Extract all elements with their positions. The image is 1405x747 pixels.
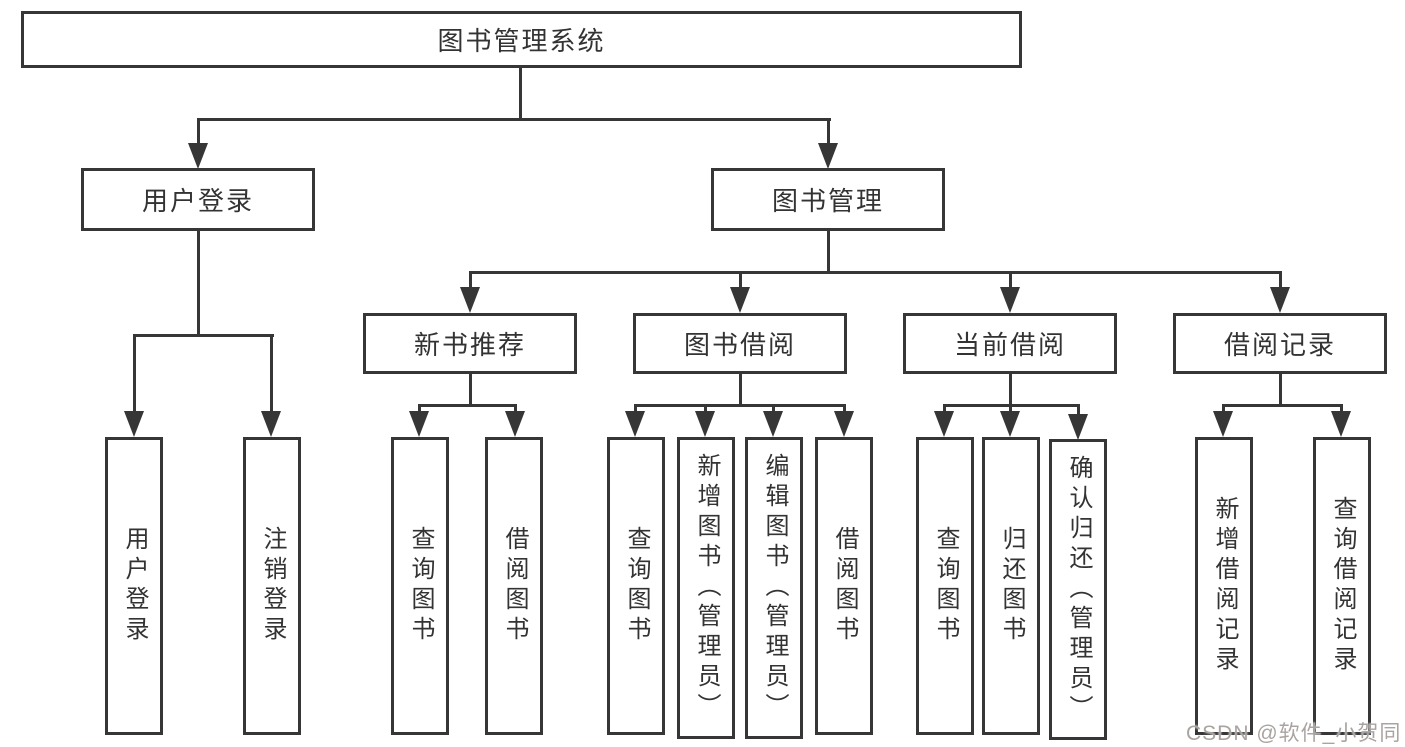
connector-drop (1279, 372, 1282, 407)
node-label: 新书推荐 (413, 330, 526, 360)
node-label: 当前借阅 (953, 330, 1066, 360)
node-borrow-records: 借阅记录 (1173, 313, 1387, 374)
leaf-label: 用户登录 (121, 526, 148, 646)
leaf-label: 编辑图书（管理员） (761, 453, 788, 723)
connector-root-drop (519, 66, 522, 120)
leaf-label: 查询图书 (407, 526, 434, 646)
leaf-label: 借阅图书 (831, 526, 858, 646)
arrow-down-icon (1270, 287, 1290, 313)
connector-stem (772, 404, 775, 414)
arrow-down-icon (625, 411, 645, 437)
connector-stem-book-mgmt (827, 118, 830, 146)
arrow-down-icon (1068, 414, 1088, 440)
arrow-down-icon (1000, 287, 1020, 313)
arrow-down-icon (124, 411, 144, 437)
leaf-label: 查询借阅记录 (1329, 496, 1356, 676)
leaf-confirm-return-admin: 确认归还（管理员） (1049, 439, 1107, 740)
leaf-user-login: 用户登录 (105, 437, 163, 735)
connector-stem (739, 271, 742, 289)
connector-branch (418, 404, 517, 407)
connector-branch (1222, 404, 1343, 407)
connector-drop (1009, 372, 1012, 407)
connector-drop (739, 372, 742, 407)
arrow-down-icon (409, 411, 429, 437)
leaf-add-books-admin: 新增图书（管理员） (677, 437, 735, 739)
connector-stem (270, 334, 273, 412)
arrow-down-icon (188, 143, 208, 169)
arrow-down-icon (763, 411, 783, 437)
connector-stem (1222, 404, 1225, 414)
leaf-add-borrow-record: 新增借阅记录 (1195, 437, 1253, 735)
leaf-label: 归还图书 (998, 526, 1025, 646)
leaf-query-books-borrow: 查询图书 (607, 437, 665, 735)
leaf-label: 查询图书 (623, 526, 650, 646)
connector-branch (634, 404, 846, 407)
leaf-borrow-books: 借阅图书 (815, 437, 873, 735)
connector-stem (469, 271, 472, 289)
connector-drop (469, 372, 472, 407)
leaf-logout: 注销登录 (243, 437, 301, 735)
connector-root-branch (197, 118, 831, 121)
leaf-return-books: 归还图书 (982, 437, 1040, 735)
leaf-label: 确认归还（管理员） (1065, 454, 1092, 725)
arrow-down-icon (934, 411, 954, 437)
connector-stem (843, 404, 846, 414)
leaf-label: 借阅图书 (501, 526, 528, 646)
connector-stem (1279, 271, 1282, 289)
node-user-login: 用户登录 (81, 168, 315, 231)
connector-user-login-drop (197, 229, 200, 336)
leaf-label: 查询图书 (932, 526, 959, 646)
arrow-down-icon (1213, 411, 1233, 437)
leaf-label: 新增借阅记录 (1211, 496, 1238, 676)
connector-stem (943, 404, 946, 414)
connector-stem (1077, 404, 1080, 416)
node-new-book-recommend: 新书推荐 (363, 313, 577, 374)
node-label: 图书管理系统 (437, 26, 606, 56)
connector-stem (133, 334, 136, 412)
connector-stem (1009, 404, 1012, 414)
node-library-management-system: 图书管理系统 (21, 11, 1022, 68)
arrow-down-icon (834, 411, 854, 437)
node-label: 图书借阅 (683, 330, 796, 360)
connector-stem-user-login (197, 118, 200, 146)
node-label: 图书管理 (771, 186, 884, 216)
node-label: 借阅记录 (1223, 330, 1336, 360)
leaf-label: 新增图书（管理员） (693, 453, 720, 723)
arrow-down-icon (730, 287, 750, 313)
node-label: 用户登录 (141, 186, 254, 216)
arrow-down-icon (818, 143, 838, 169)
watermark: CSDN @软件_小贺同学 (1186, 722, 1402, 745)
connector-book-mgmt-branch (469, 271, 1282, 274)
arrow-down-icon (505, 411, 525, 437)
connector-stem (704, 404, 707, 414)
arrow-down-icon (1331, 411, 1351, 437)
leaf-query-borrow-record: 查询借阅记录 (1313, 437, 1371, 735)
node-book-management: 图书管理 (711, 168, 945, 231)
connector-stem (1009, 271, 1012, 289)
leaf-edit-books-admin: 编辑图书（管理员） (745, 437, 803, 739)
arrow-down-icon (1000, 411, 1020, 437)
connector-user-login-branch (133, 334, 274, 337)
connector-stem (634, 404, 637, 414)
node-current-borrow: 当前借阅 (903, 313, 1117, 374)
node-book-borrow: 图书借阅 (633, 313, 847, 374)
arrow-down-icon (261, 411, 281, 437)
arrow-down-icon (695, 411, 715, 437)
leaf-label: 注销登录 (259, 526, 286, 646)
leaf-query-books-recommend: 查询图书 (391, 437, 449, 735)
connector-stem (514, 404, 517, 414)
connector-book-mgmt-drop (827, 229, 830, 274)
leaf-borrow-books-recommend: 借阅图书 (485, 437, 543, 735)
arrow-down-icon (460, 287, 480, 313)
leaf-query-books-current: 查询图书 (916, 437, 974, 735)
connector-stem (418, 404, 421, 414)
connector-stem (1340, 404, 1343, 414)
